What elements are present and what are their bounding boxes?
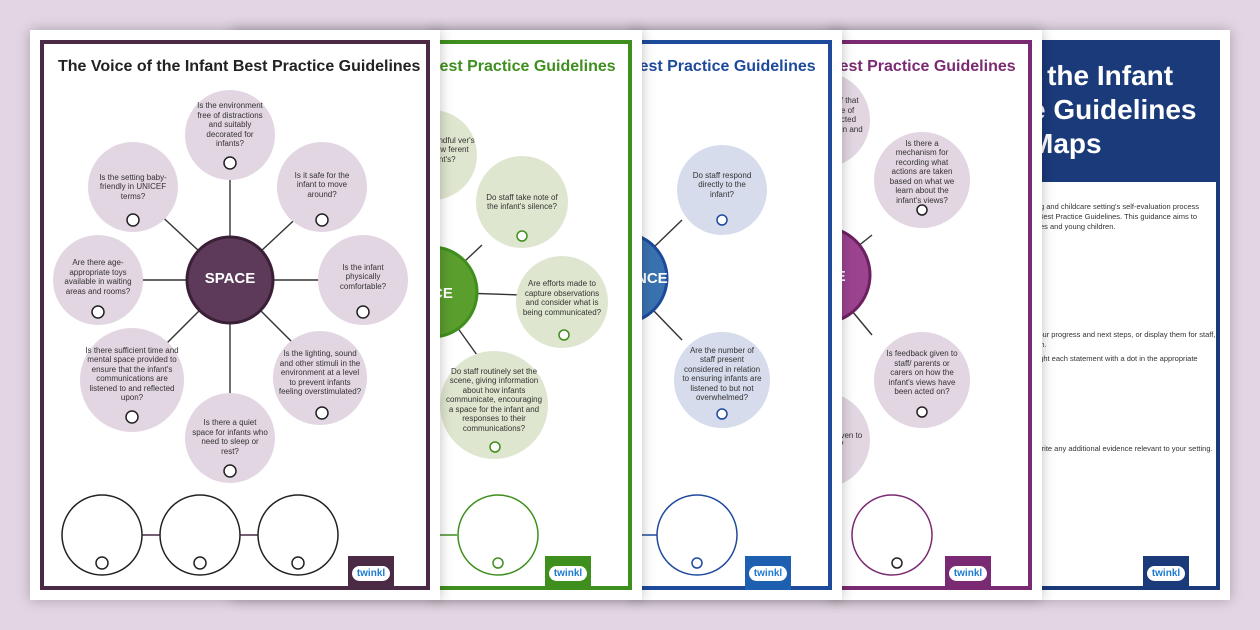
bubble — [277, 142, 367, 232]
checkbox-circle — [356, 305, 370, 319]
bubble — [80, 328, 184, 432]
checkbox-circle — [891, 557, 903, 569]
sheet-title: The Voice of the Infant Best Practice Gu… — [58, 58, 421, 75]
bubble-text: Are there age-appropriate toys available… — [64, 258, 132, 296]
twinkl-logo: twinkl — [1143, 556, 1189, 590]
bubble — [874, 332, 970, 428]
sheet-space: The Voice of the Infant Best Practice Gu… — [30, 30, 440, 600]
blank-bubble — [159, 494, 241, 576]
bubble-text: Is feedback given to staff/ parents or c… — [886, 349, 958, 397]
cover-text-2: nt Best Practice Guidelines. This guidan… — [1030, 212, 1198, 221]
bubble-text: Is the setting baby-friendly in UNICEF t… — [99, 172, 167, 201]
cover-text-1: ning and childcare setting's self-evalua… — [1030, 202, 1200, 211]
center-label: SPACE — [204, 270, 256, 287]
bubble-text: Are efforts made to capture observations… — [522, 279, 602, 317]
checkbox-circle — [558, 329, 570, 341]
cover-title-line-2: e Guidelines — [1030, 94, 1197, 125]
bubble-text: Is the infant physically comfortable? — [339, 262, 387, 291]
checkbox-circle — [916, 204, 928, 216]
bubble-text: Do staff routinely set the scene, giving… — [445, 366, 543, 433]
bubble-text: Is there a mechanism for recording what … — [889, 138, 955, 205]
bubble — [677, 145, 767, 235]
cover-text-7: n write any additional evidence relevant… — [1030, 444, 1213, 453]
cover-text-4: r your progress and next steps, or displ… — [1030, 330, 1216, 339]
blank-bubble — [257, 494, 339, 576]
twinkl-logo: twinkl — [945, 556, 991, 590]
blank-bubble — [457, 494, 539, 576]
twinkl-logo: twinkl — [545, 556, 591, 590]
sheet-title: Best Practice Guidelines — [428, 58, 616, 75]
bubble — [273, 331, 367, 425]
checkbox-circle — [291, 556, 305, 570]
bubble — [53, 235, 143, 325]
cover-title-line-1: f the Infant — [1030, 60, 1174, 91]
checkbox-circle — [193, 556, 207, 570]
bubble — [185, 90, 275, 180]
checkbox-circle — [223, 464, 237, 478]
bubble — [476, 156, 568, 248]
bubble-text: Do staff respond directly to the infant? — [692, 170, 752, 199]
bubble-text: Is there a quiet space for infants who n… — [192, 418, 268, 456]
blank-bubble — [851, 494, 933, 576]
checkbox-circle — [716, 214, 728, 226]
blank-bubble — [656, 494, 738, 576]
bubble — [440, 351, 548, 459]
center-node — [185, 235, 275, 325]
checkbox-circle — [691, 557, 703, 569]
checkbox-circle — [315, 213, 329, 227]
checkbox-circle — [489, 441, 501, 453]
twinkl-logo: twinkl — [745, 556, 791, 590]
checkbox-circle — [916, 406, 928, 418]
twinkl-logo: twinkl — [348, 556, 394, 590]
sheet-title: Best Practice Guidelines — [828, 58, 1016, 75]
checkbox-circle — [223, 156, 237, 170]
bubble-text: Do staff take note of the infant's silen… — [486, 192, 558, 212]
checkbox-circle — [125, 410, 139, 424]
sheet-title: Best Practice Guidelines — [628, 58, 816, 75]
bubble — [185, 393, 275, 483]
checkbox-circle — [315, 406, 329, 420]
bubble — [88, 142, 178, 232]
bubble-text: Is the environment free of distractions … — [197, 101, 263, 149]
checkbox-circle — [95, 556, 109, 570]
cover-text-3: abies and young children. — [1030, 222, 1116, 231]
bubble-text: Is it safe for the infant to move around… — [294, 170, 350, 199]
checkbox-circle — [126, 213, 140, 227]
checkbox-circle — [716, 408, 728, 420]
blank-bubble — [61, 494, 143, 576]
cover-text-6: c light each statement with a dot in the… — [1030, 354, 1198, 363]
bubble — [674, 332, 770, 428]
checkbox-circle — [516, 230, 528, 242]
mind-map — [53, 90, 408, 576]
bubble-text: mindful ver's view ferent to nt's? — [430, 135, 475, 164]
bubble-text: Is there sufficient time and mental spac… — [85, 345, 179, 403]
bubble-text: Are the number of staff present consider… — [682, 345, 762, 403]
bubble — [516, 256, 608, 348]
checkbox-circle — [91, 305, 105, 319]
checkbox-circle — [492, 557, 504, 569]
bubble — [318, 235, 408, 325]
bubble — [874, 132, 970, 228]
bubble-text: Is the lighting, sound and other stimuli… — [278, 349, 362, 397]
sheet-frame — [40, 40, 430, 590]
